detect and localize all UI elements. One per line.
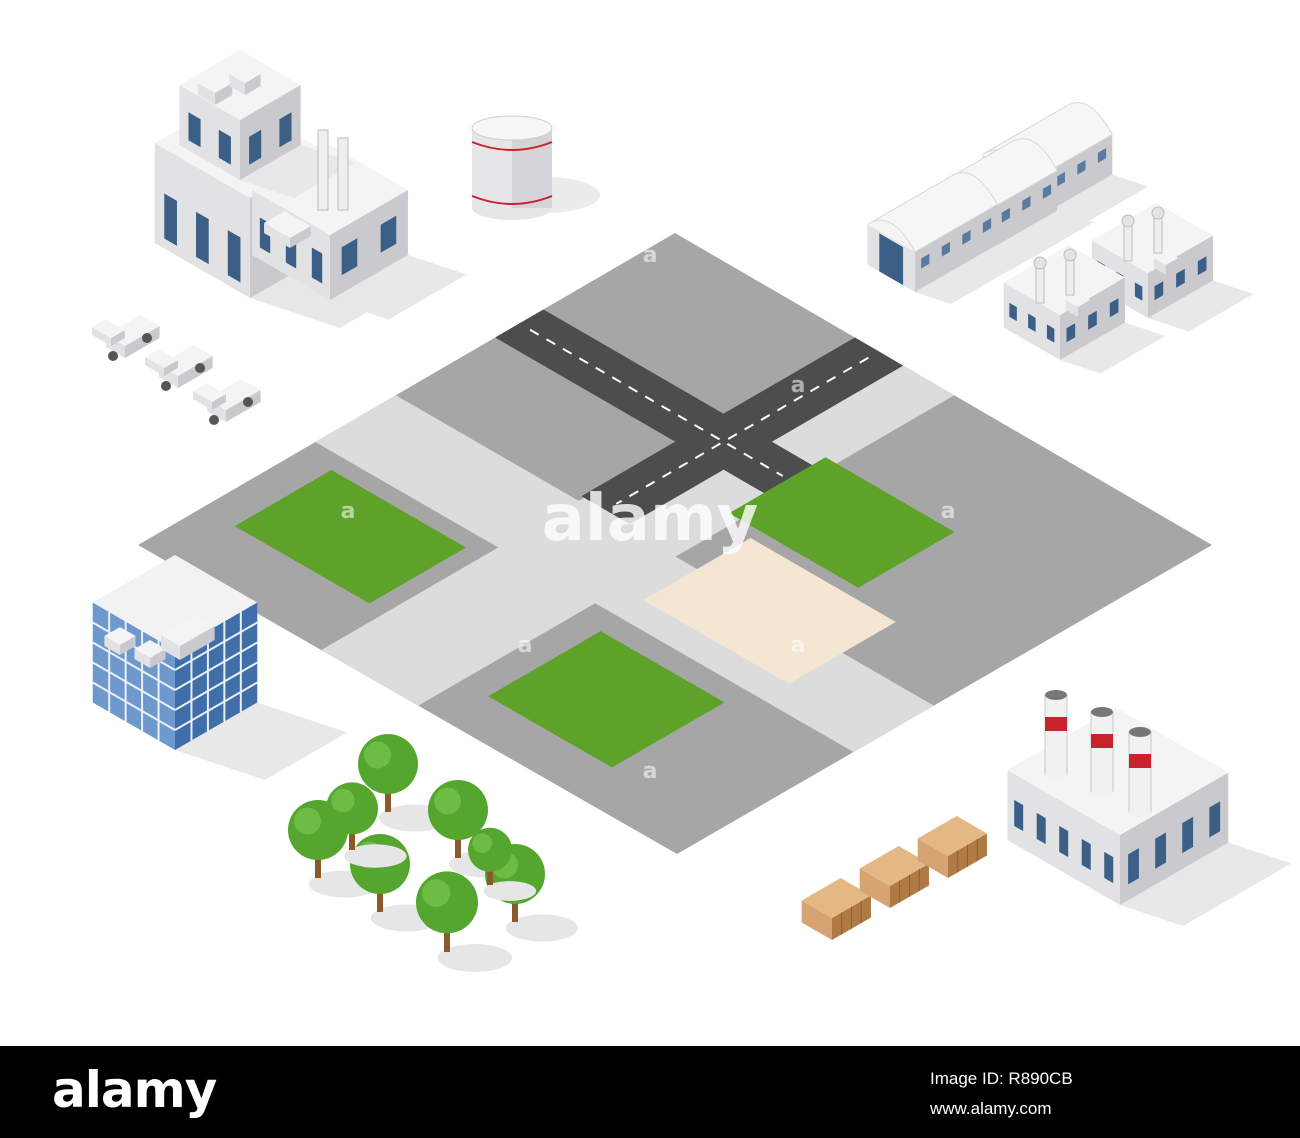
rooftop-unit	[134, 640, 166, 668]
truck-cab	[91, 319, 125, 346]
watermark-tile: a	[791, 633, 806, 658]
pallet-icon	[859, 846, 929, 908]
site-url-text: www.alamy.com	[930, 1099, 1052, 1118]
grass-plot-north	[729, 457, 955, 588]
watermark-tile: a	[341, 499, 356, 524]
tree-icon	[326, 782, 407, 868]
sidewalk-ns	[321, 339, 955, 706]
watermark-layer: a a a a a a a alamy	[341, 243, 956, 784]
pallet-icon	[801, 878, 871, 940]
smokestack	[1090, 707, 1114, 797]
tree-icon	[468, 827, 537, 901]
watermark-tile: a	[643, 759, 658, 784]
watermark-tile: a	[643, 243, 658, 268]
tree-icon	[416, 871, 513, 972]
city-block-ground	[138, 233, 1212, 854]
office-building-icon	[92, 555, 348, 780]
power-plant-icon	[1003, 245, 1166, 374]
rooftop-unit	[160, 615, 215, 660]
hangar-icon	[867, 172, 1034, 304]
rooftop-unit	[104, 627, 136, 655]
smokestack	[337, 137, 349, 211]
smokestack	[1128, 727, 1152, 817]
city-objects	[91, 50, 1292, 972]
watermark-tile: a	[518, 633, 533, 658]
sand-plaza	[643, 538, 896, 684]
grass-plot-east	[234, 469, 467, 604]
truck-cab	[144, 349, 178, 376]
watermark-tile: a	[941, 499, 956, 524]
watermark-center-logo: alamy	[542, 482, 759, 556]
smokestack	[317, 129, 329, 211]
image-id-text: Image ID: R890CB	[930, 1069, 1073, 1088]
isometric-city-scene: a a a a a a a alamy	[91, 50, 1292, 972]
rooftop-unit	[197, 73, 233, 105]
factory-annex	[252, 145, 467, 320]
truck-cab	[192, 383, 226, 410]
grass-plot-south	[488, 631, 725, 768]
rooftop-unit	[229, 65, 261, 95]
watermark-tile: a	[791, 373, 806, 398]
brand-logo: alamy	[52, 1061, 217, 1119]
stock-footer-bar: alamy Image ID: R890CB www.alamy.com	[0, 1046, 1300, 1138]
storage-tank-icon	[471, 115, 600, 220]
road-northeast	[581, 337, 904, 525]
smokestack	[1044, 690, 1068, 780]
roof-tank	[1153, 251, 1179, 275]
pallet-icon	[917, 816, 987, 878]
rooftop-vent	[264, 211, 311, 248]
roof-tank	[1065, 293, 1091, 317]
